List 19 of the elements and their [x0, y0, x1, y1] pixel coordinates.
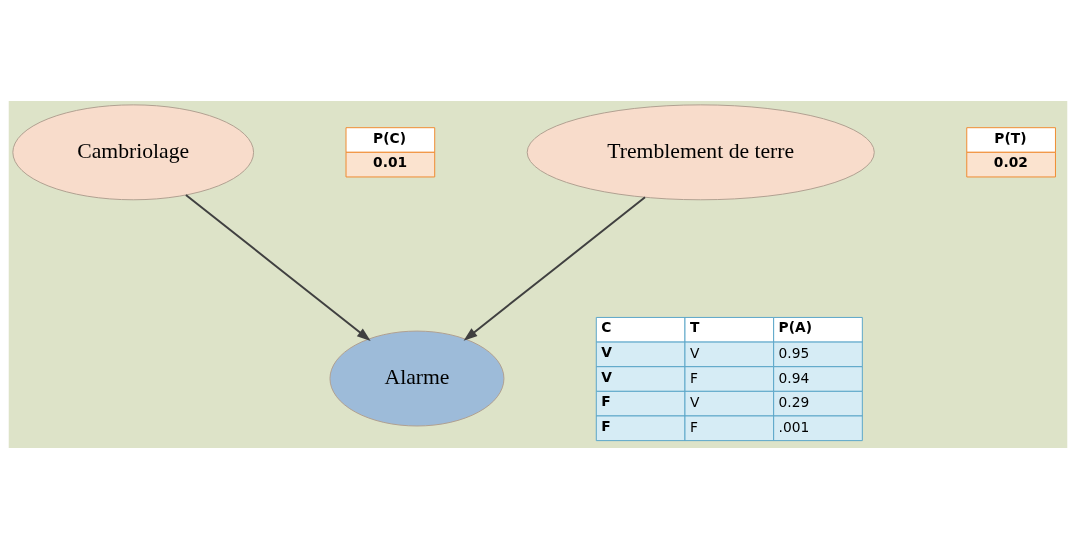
label: V	[601, 344, 612, 361]
label: V	[601, 368, 612, 385]
label: F	[689, 418, 698, 435]
label: V	[689, 394, 700, 411]
label: P(C)	[373, 129, 406, 146]
label: P(T)	[994, 129, 1027, 146]
label: 0.29	[778, 394, 810, 411]
label: 0.01	[373, 154, 408, 171]
label: .001	[778, 418, 810, 435]
label: F	[601, 417, 611, 434]
label: 0.95	[778, 345, 810, 362]
label: F	[689, 369, 698, 386]
label: C	[601, 319, 612, 336]
label: V	[689, 345, 700, 362]
label: P(A)	[778, 319, 812, 336]
label: 0.94	[778, 369, 810, 386]
label: 0.02	[993, 154, 1028, 171]
label: F	[601, 393, 611, 410]
label: T	[689, 319, 700, 336]
